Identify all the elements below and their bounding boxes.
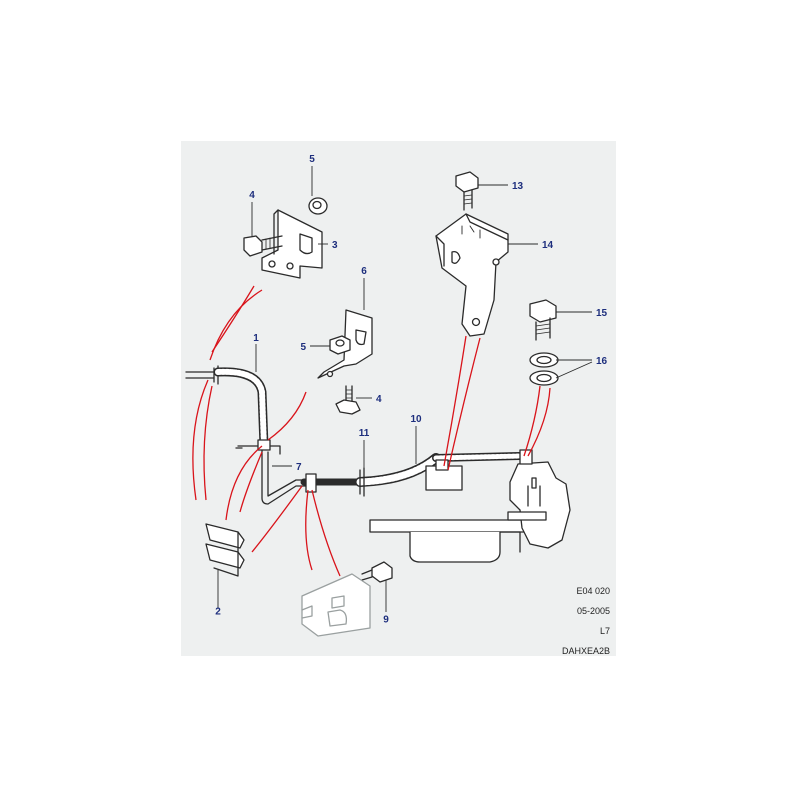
callout-2: 2 [215,606,221,617]
callout-4-lower: 4 [376,394,382,405]
bolt-part-9 [361,561,393,583]
diagram-panel [181,141,616,656]
callout-15: 15 [596,308,608,319]
callout-7: 7 [296,462,302,473]
plate-bracket [301,573,371,637]
clip-part-2 [205,523,245,577]
bolt-part-13 [455,171,479,211]
callout-14: 14 [542,240,554,251]
ref-date: 05-2005 [576,606,610,616]
callout-4-upper: 4 [249,190,255,201]
washers-part-16 [529,352,559,386]
bolt-part-4-lower [335,385,361,415]
reference-block: E04 020 05-2005 L7 DAHXEA2B [562,586,610,657]
callout-10: 10 [410,414,422,425]
caliper-housing [369,449,571,563]
callout-9: 9 [383,614,389,625]
conduit-part-1 [185,365,281,455]
ref-code: E04 020 [576,586,610,596]
leader-curves [192,285,551,577]
hose-part-10 [300,452,524,497]
callout-labels: 1 2 3 4 4 5 5 6 7 9 10 11 13 14 15 16 [215,154,607,625]
callout-1: 1 [253,333,259,344]
bolt-part-4-upper [243,235,283,257]
callout-5-lower: 5 [300,342,306,353]
callout-16: 16 [596,356,608,367]
pipe-part-7 [261,449,309,505]
bracket-part-3 [261,209,323,279]
nut-part-5-lower [329,335,351,355]
callout-3: 3 [332,240,338,251]
bracket-part-14 [435,213,509,337]
callout-11: 11 [359,428,370,439]
callout-5-upper: 5 [309,154,315,165]
leader-lines [217,166,593,612]
ref-model: L7 [599,626,610,636]
callout-6: 6 [361,266,367,277]
banjo-bolt-part-15 [529,299,557,341]
ref-drawing-id: DAHXEA2B [561,646,610,656]
callout-13: 13 [512,181,524,192]
nut-part-5-upper [308,197,328,215]
